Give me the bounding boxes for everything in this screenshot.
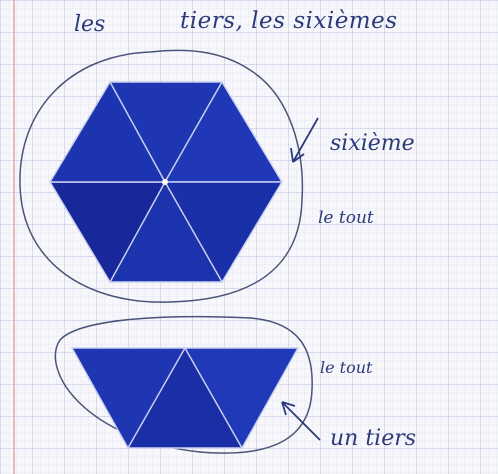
label-un-tiers: un tiers (330, 428, 416, 450)
title-les: les (74, 14, 105, 36)
label-le-tout-hexagon: le tout (318, 210, 374, 227)
label-sixieme: sixième (330, 133, 415, 155)
label-le-tout-trapezoid: le tout (320, 360, 372, 376)
title-tiers-sixiemes: tiers, les sixièmes (180, 10, 398, 33)
hexagon-center (162, 179, 168, 185)
